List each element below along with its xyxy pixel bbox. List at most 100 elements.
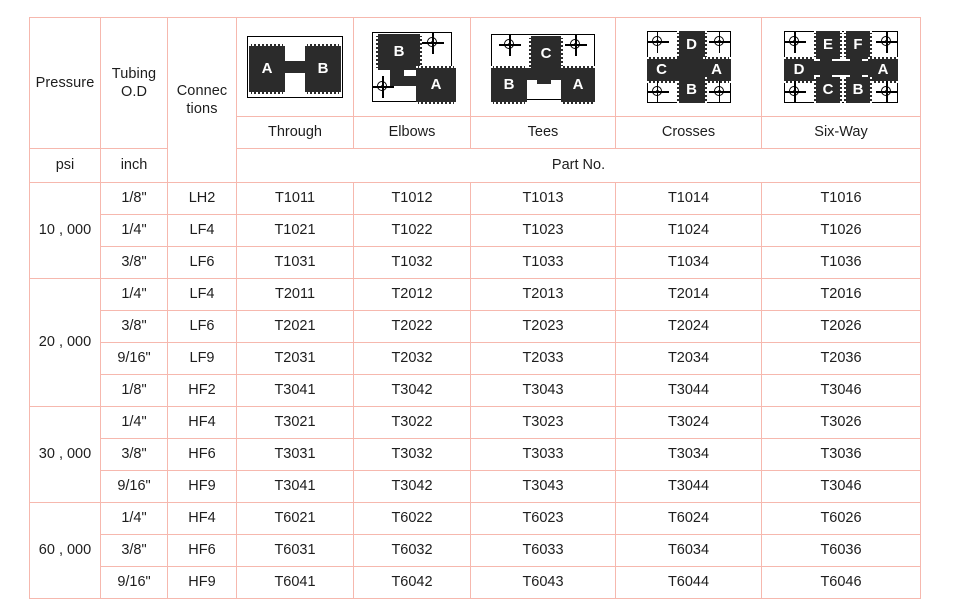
part-number-elbows: T3022: [353, 406, 471, 439]
part-number-sixway: T3046: [761, 374, 921, 407]
part-number-tees: T2023: [470, 310, 616, 343]
port-block: B: [676, 77, 707, 103]
part-number-elbows: T6022: [353, 502, 471, 535]
part-number-crosses: T2024: [615, 310, 762, 343]
unit-psi: psi: [29, 148, 101, 183]
port-block: D: [676, 31, 707, 59]
tubing-od-value: 1/4": [100, 278, 168, 311]
part-number-through: T2011: [236, 278, 354, 311]
fitting-name-crosses: Crosses: [615, 116, 762, 149]
connection-value: HF4: [167, 502, 237, 535]
part-number-elbows: T6042: [353, 566, 471, 599]
part-number-elbows: T3042: [353, 374, 471, 407]
part-number-elbows: T1022: [353, 214, 471, 247]
part-number-through: T3031: [236, 438, 354, 471]
part-number-elbows: T1032: [353, 246, 471, 279]
fitting-name-sixway: Six-Way: [761, 116, 921, 149]
crosshair-marker: [784, 31, 806, 53]
port-block: A: [249, 44, 285, 94]
part-number-tees: T2013: [470, 278, 616, 311]
tubing-od-value: 1/4": [100, 502, 168, 535]
part-number-sixway: T2026: [761, 310, 921, 343]
part-number-elbows: T2012: [353, 278, 471, 311]
connection-value: HF9: [167, 566, 237, 599]
pressure-group-0: 10 , 000: [29, 182, 101, 279]
port-block: B: [305, 44, 341, 94]
part-number-elbows: T3032: [353, 438, 471, 471]
tubing-od-value: 3/8": [100, 534, 168, 567]
connection-value: HF9: [167, 470, 237, 503]
crosshair-marker: [565, 34, 587, 56]
channel-bar: [390, 76, 424, 86]
connection-value: HF6: [167, 438, 237, 471]
part-number-through: T2031: [236, 342, 354, 375]
channel-bar: [820, 55, 832, 79]
part-number-tees: T1013: [470, 182, 616, 215]
part-number-sixway: T2016: [761, 278, 921, 311]
part-number-sixway: T1036: [761, 246, 921, 279]
pressure-group-1: 20 , 000: [29, 278, 101, 407]
part-number-tees: T3023: [470, 406, 616, 439]
part-number-tees: T6033: [470, 534, 616, 567]
part-number-crosses: T2014: [615, 278, 762, 311]
tubing-od-value: 9/16": [100, 470, 168, 503]
part-number-sixway: T3026: [761, 406, 921, 439]
part-number-crosses: T1014: [615, 182, 762, 215]
part-number-crosses: T6034: [615, 534, 762, 567]
part-number-crosses: T3024: [615, 406, 762, 439]
part-number-tees: T2033: [470, 342, 616, 375]
port-block: A: [561, 66, 595, 104]
tubing-od-value: 9/16": [100, 342, 168, 375]
part-number-tees: T1023: [470, 214, 616, 247]
crosshair-marker: [646, 81, 669, 103]
channel-bar: [537, 72, 551, 84]
port-block: C: [814, 77, 842, 103]
connection-value: LF6: [167, 310, 237, 343]
port-block: E: [814, 31, 842, 59]
connection-value: LF4: [167, 214, 237, 247]
diagram-frame: [247, 36, 343, 98]
fitting-name-tees: Tees: [470, 116, 616, 149]
port-block: A: [702, 57, 731, 83]
crosshair-marker: [499, 34, 521, 56]
part-number-tees: T3033: [470, 438, 616, 471]
connection-value: HF2: [167, 374, 237, 407]
fitting-name-through: Through: [236, 116, 354, 149]
port-block: C: [529, 36, 563, 72]
tubing-od-value: 3/8": [100, 310, 168, 343]
fitting-name-elbows: Elbows: [353, 116, 471, 149]
pressure-group-3: 60 , 000: [29, 502, 101, 599]
part-number-tees: T6043: [470, 566, 616, 599]
part-number-through: T6021: [236, 502, 354, 535]
connection-value: HF4: [167, 406, 237, 439]
part-number-through: T3041: [236, 470, 354, 503]
connection-value: LF6: [167, 246, 237, 279]
part-number-through: T1021: [236, 214, 354, 247]
part-number-sixway: T1016: [761, 182, 921, 215]
part-number-through: T3041: [236, 374, 354, 407]
tubing-od-value: 3/8": [100, 438, 168, 471]
crosshair-marker: [876, 31, 898, 53]
part-number-crosses: T3044: [615, 470, 762, 503]
crosshair-marker: [646, 31, 669, 53]
part-number-sixway: T6026: [761, 502, 921, 535]
connection-value: LF9: [167, 342, 237, 375]
part-number-sixway: T3046: [761, 470, 921, 503]
tubing-od-value: 1/4": [100, 406, 168, 439]
part-number-crosses: T3044: [615, 374, 762, 407]
